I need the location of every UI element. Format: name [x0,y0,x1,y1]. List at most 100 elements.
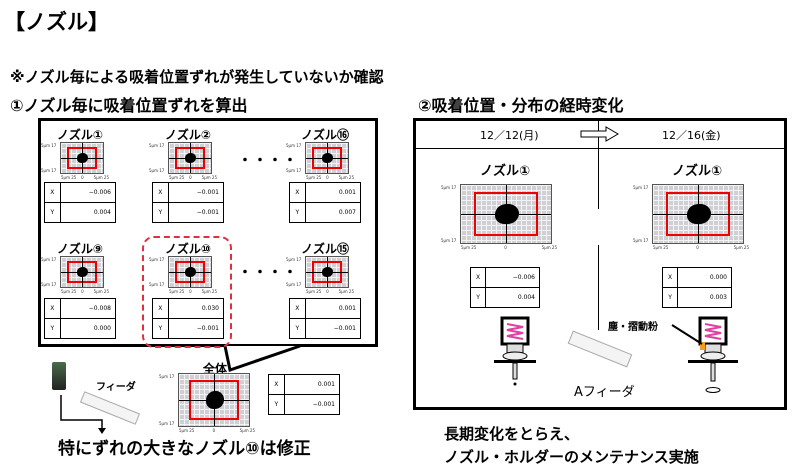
y-value: 0.000 [59,318,117,339]
y-max-label: 5μm 17 [441,185,457,190]
x-zero-label: 0 [212,428,216,433]
x-max-label: 5μm 25 [239,428,255,433]
nozzle-title: ノズル⑮ [300,242,350,256]
x-axis-line [461,214,551,215]
x-zero-label: 0 [326,289,329,294]
y-max-label: 5μm 17 [286,143,302,148]
y-label: Y [661,287,679,308]
y-min-label: 5μm 17 [286,168,302,173]
x-min-label: 5μm 25 [61,175,77,180]
y-label: Y [289,318,306,339]
x-axis-line [61,272,103,273]
scatter-plot: 5μm 17 5μm 17 5μm 25 5μm 25 0 [633,184,749,250]
y-max-label: 5μm 17 [159,374,175,379]
y-value: −0.001 [283,394,341,415]
y-max-label: 5μm 17 [633,185,649,190]
x-max-label: 5μm 25 [338,175,354,180]
x-axis-line [169,158,211,159]
feeder-label: フィーダ [96,382,136,393]
x-axis-line [61,158,103,159]
x-value: −0.001 [167,182,225,203]
y-label: Y [152,318,169,339]
x-value: 0.001 [304,298,362,319]
y-min-label: 5μm 17 [41,168,57,173]
nozzle-title: ノズル① [56,128,104,142]
x-label: X [289,298,306,319]
x-label: X [44,182,61,203]
x-label: X [44,298,61,319]
nozzle-holder-clean-image [494,316,536,386]
scatter-plot: 5μm 17 5μm 17 5μm 25 5μm 25 0 [149,142,217,180]
x-max-label: 5μm 25 [201,289,217,294]
x-value: 0.001 [283,374,341,395]
arrow-to-conclusion [60,395,106,434]
date-after: 12／16(金) [662,129,721,142]
x-min-label: 5μm 25 [306,289,322,294]
nozzle-title: ノズル① [479,164,531,179]
y-label: Y [268,394,285,415]
column-divider-lower [598,245,599,330]
x-max-label: 5μm 25 [93,175,109,180]
x-min-label: 5μm 25 [61,289,77,294]
x-axis-line [306,272,348,273]
a-feeder-label: Aフィーダ [574,385,635,400]
scatter-plot: 5μm 17 5μm 17 5μm 25 5μm 25 0 [159,373,255,433]
x-zero-label: 0 [189,289,192,294]
x-value: 0.001 [304,182,362,203]
y-min-label: 5μm 17 [159,421,175,426]
subtitle: ※ノズル毎による吸着位置ずれが発生していないか確認 [10,68,384,86]
x-zero-label: 0 [696,245,699,250]
right-conclusion-line1: 長期変化をとらえ、 [444,425,580,443]
left-heading: ①ノズル毎に吸着位置ずれを算出 [10,96,248,115]
y-value: −0.001 [167,318,225,339]
y-min-label: 5μm 17 [149,168,165,173]
nozzle-holder-dirty-image [688,316,738,393]
x-max-label: 5μm 25 [338,289,354,294]
y-label: Y [44,202,61,223]
ellipsis: ・・・・ [238,153,298,169]
x-min-label: 5μm 25 [169,175,185,180]
y-value: −0.001 [304,318,362,339]
x-zero-label: 0 [81,175,84,180]
x-label: X [152,298,169,319]
y-value: 0.003 [677,287,732,308]
scatter-plot: 5μm 17 5μm 17 5μm 25 5μm 25 0 [149,256,217,294]
y-value: −0.001 [167,202,225,223]
x-zero-label: 0 [326,175,329,180]
y-max-label: 5μm 17 [41,257,57,262]
y-value: 0.004 [485,287,540,308]
header-divider [416,148,784,149]
x-value: −0.008 [59,298,117,319]
x-min-label: 5μm 25 [461,245,477,250]
y-label: Y [469,287,487,308]
nozzle-title: ノズル② [164,128,212,142]
x-min-label: 5μm 25 [179,428,195,433]
y-label: Y [152,202,169,223]
x-min-label: 5μm 25 [306,175,322,180]
xy-offset-table: X−0.001 Y−0.001 [152,182,225,223]
nozzle-title: ノズル⑨ [56,242,104,256]
x-value: 0.030 [167,298,225,319]
x-max-label: 5μm 25 [93,289,109,294]
y-label: Y [289,202,306,223]
x-label: X [289,182,306,203]
y-min-label: 5μm 17 [441,238,457,243]
x-axis-line [306,158,348,159]
feeder-unit-image [52,362,66,390]
y-max-label: 5μm 17 [149,257,165,262]
y-value: 0.004 [59,202,117,223]
scatter-plot: 5μm 17 5μm 17 5μm 25 5μm 25 0 [441,184,557,250]
nozzle-title: ノズル⑯ [300,128,350,142]
x-label: X [661,267,679,288]
y-min-label: 5μm 17 [286,282,302,287]
x-label: X [268,374,285,395]
x-max-label: 5μm 25 [733,245,749,250]
scatter-plot: 5μm 17 5μm 17 5μm 25 5μm 25 0 [286,142,354,180]
x-value: −0.006 [485,267,540,288]
